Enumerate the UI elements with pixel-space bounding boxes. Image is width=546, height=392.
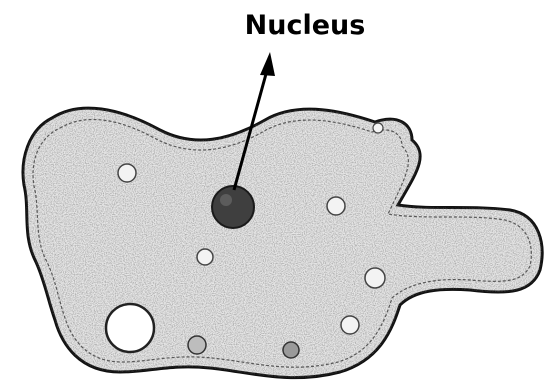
nucleus-highlight [220, 194, 232, 206]
food-vacuole [327, 197, 345, 215]
contractile-vacuole [106, 304, 154, 352]
arrow-up-icon [260, 52, 275, 76]
food-vacuole [283, 342, 299, 358]
cytoplasm-texture [0, 90, 546, 392]
food-vacuole [118, 164, 136, 182]
nucleus-label: Nucleus [245, 10, 366, 41]
nucleus [212, 186, 254, 228]
food-vacuole [188, 336, 206, 354]
food-vacuole [341, 316, 359, 334]
food-vacuole [365, 268, 385, 288]
food-vacuole [197, 249, 213, 265]
food-vacuole [373, 123, 383, 133]
